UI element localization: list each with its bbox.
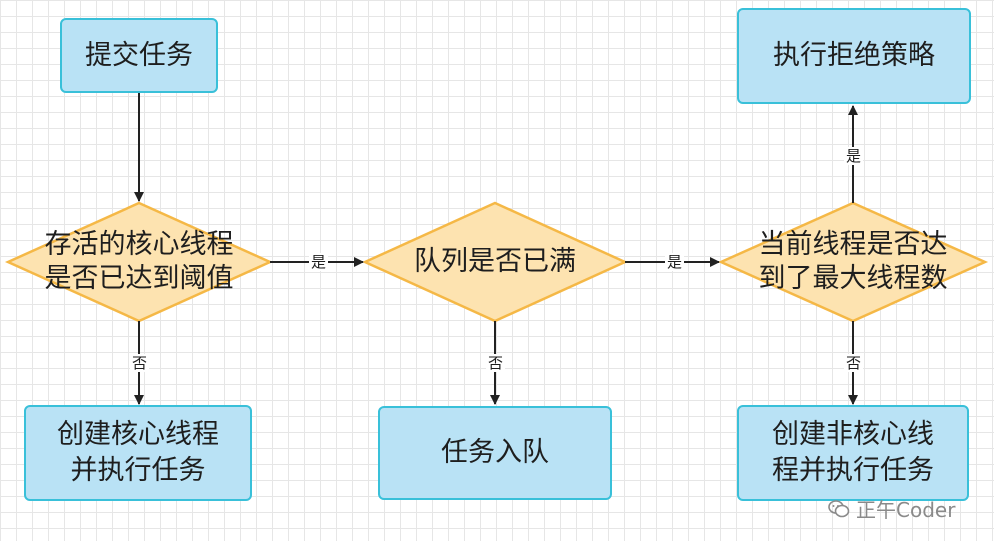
wechat-icon (828, 499, 850, 517)
edge-label-yes-core-to-queue: 是 (309, 253, 329, 271)
watermark-text: 正午Coder (856, 498, 956, 522)
node-reject-policy: 执行拒绝策略 (737, 8, 971, 104)
decision-max-threads-label: 当前线程是否达 到了最大线程数 (758, 229, 948, 294)
edge-label-no-to-enqueue: 否 (486, 354, 506, 372)
edge-label-no-to-create-noncore: 否 (844, 354, 864, 372)
edge-label-yes-queue-to-max: 是 (665, 253, 685, 271)
edge-label-yes-to-reject: 是 (844, 147, 864, 165)
node-submit-task: 提交任务 (60, 18, 218, 93)
decision-queue-full-label: 队列是否已满 (414, 246, 576, 277)
node-create-noncore-thread: 创建非核心线 程并执行任务 (737, 405, 969, 501)
node-create-core-thread: 创建核心线程 并执行任务 (24, 405, 252, 501)
node-enqueue-task: 任务入队 (378, 406, 612, 500)
watermark: 正午Coder (828, 494, 955, 523)
edge-label-no-to-create-core: 否 (130, 354, 150, 372)
decision-core-threshold-label: 存活的核心线程 是否已达到阈值 (44, 229, 234, 294)
